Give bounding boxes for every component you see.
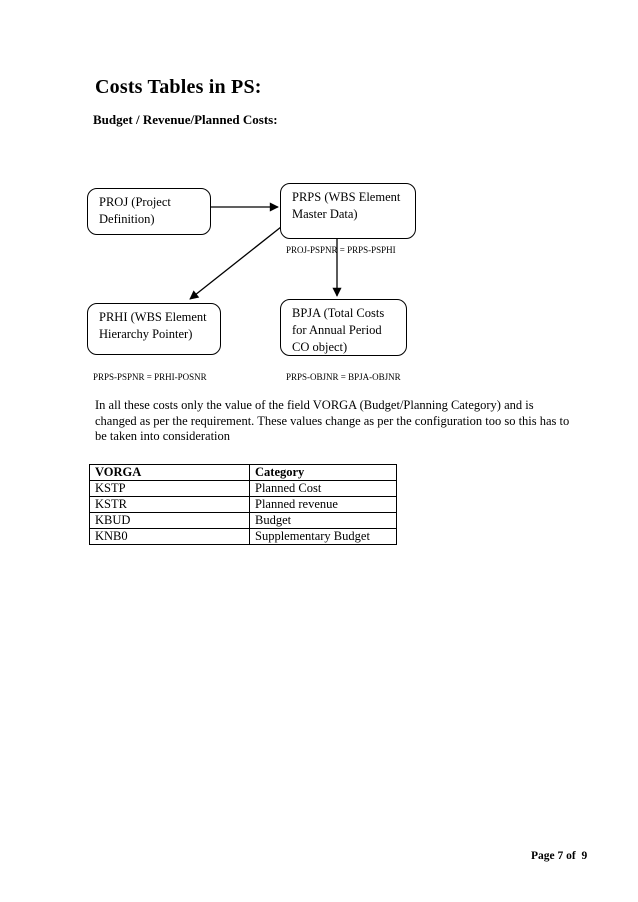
table-row: KNB0 Supplementary Budget [89,528,397,545]
diagram-box-bpja: BPJA (Total Costs for Annual Period CO o… [280,299,407,356]
body-paragraph: In all these costs only the value of the… [95,398,570,443]
diagram-box-proj: PROJ (Project Definition) [87,188,211,235]
relation-label-prps-bpja: PRPS-OBJNR = BPJA-OBJNR [286,372,401,382]
arrow-prps-to-prhi-icon [189,226,282,300]
cell-category: Planned revenue [249,496,397,513]
table-row: KSTR Planned revenue [89,496,397,513]
cell-vorga: KBUD [89,512,250,529]
relation-label-prps-prhi: PRPS-PSPNR = PRHI-POSNR [93,372,207,382]
cell-vorga: KNB0 [89,528,250,545]
column-header-category: Category [249,464,397,481]
cell-category: Budget [249,512,397,529]
diagram-box-prhi: PRHI (WBS Element Hierarchy Pointer) [87,303,221,355]
cell-vorga: KSTR [89,496,250,513]
section-subtitle: Budget / Revenue/Planned Costs: [93,112,278,127]
column-header-vorga: VORGA [89,464,250,481]
page-title: Costs Tables in PS: [95,76,262,98]
vorga-category-table: VORGA Category KSTP Planned Cost KSTR Pl… [89,464,397,545]
cell-category: Supplementary Budget [249,528,397,545]
page-number-footer: Page 7 of 9 [531,850,588,862]
relation-label-proj-prps: PROJ-PSPNR = PRPS-PSPHI [286,245,396,255]
cell-category: Planned Cost [249,480,397,497]
table-row: KBUD Budget [89,512,397,529]
table-row: KSTP Planned Cost [89,480,397,497]
cell-vorga: KSTP [89,480,250,497]
table-header-row: VORGA Category [89,464,397,481]
diagram-arrow-layer [189,202,342,300]
diagram-box-prps: PRPS (WBS Element Master Data) [280,183,416,239]
